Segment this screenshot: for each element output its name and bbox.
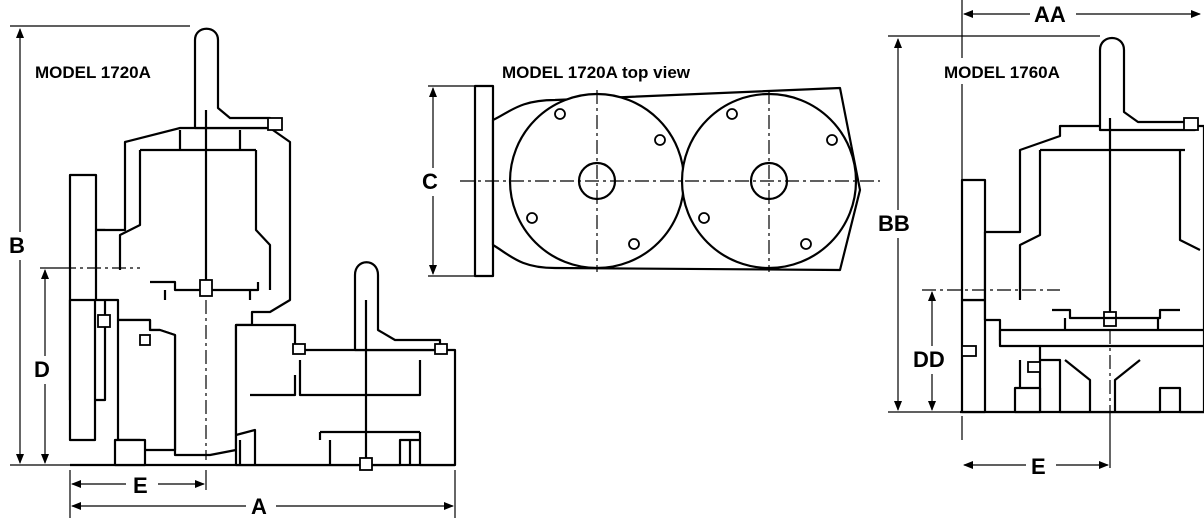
r-lower-ports	[1018, 359, 1141, 412]
r-main-body	[983, 124, 1204, 414]
vacuum-stem-nut	[359, 457, 373, 471]
dim-label-e-right: E	[1031, 454, 1046, 479]
dim-label-c: C	[422, 169, 438, 194]
vacuum-chamber	[250, 360, 422, 397]
r-stem-guide	[1098, 36, 1197, 132]
drain-port	[113, 438, 147, 467]
base-foot	[235, 428, 257, 465]
dim-label-b: B	[9, 233, 25, 258]
vacuum-bolt-left	[292, 343, 306, 355]
inlet-flange-lower	[68, 298, 97, 442]
dim-label-bb: BB	[878, 211, 910, 236]
title-model-1720a: MODEL 1720A	[35, 63, 151, 82]
model-1720a-top-view	[460, 84, 880, 278]
labels: MODEL 1720A MODEL 1720A top view MODEL 1…	[6, 2, 1098, 518]
dim-label-dd: DD	[913, 347, 945, 372]
vacuum-bolt-right	[434, 343, 448, 355]
r-bottom-port	[1013, 386, 1042, 414]
r-inner-chamber	[1018, 150, 1201, 300]
cover-bolt	[267, 117, 283, 131]
inner-chamber	[118, 150, 272, 290]
dim-label-aa: AA	[1034, 2, 1066, 27]
title-top-view: MODEL 1720A top view	[502, 63, 691, 82]
vacuum-stem-guide	[353, 261, 442, 352]
r-seat-ring	[998, 328, 1204, 348]
side-bolt-mid	[139, 334, 151, 346]
model-1760a-side-view	[922, 36, 1204, 418]
dim-label-d: D	[34, 357, 50, 382]
r-side-bolt-left	[961, 345, 977, 357]
vacuum-seat	[318, 430, 422, 465]
pallet-seat	[150, 280, 260, 300]
r-pallet-seat	[1052, 308, 1180, 330]
side-bolt-left	[97, 314, 111, 328]
r-cover-bolt	[1183, 117, 1199, 131]
dim-label-a: A	[251, 494, 267, 518]
r-inlet-flange-upper	[960, 178, 987, 302]
dim-label-e-left: E	[133, 473, 148, 498]
title-model-1760a: MODEL 1760A	[944, 63, 1060, 82]
inner-cap	[140, 130, 256, 152]
model-1720a-side-view	[62, 27, 457, 471]
top-bolts-left	[526, 108, 666, 250]
top-bolts-right	[698, 108, 838, 250]
r-side-bolt-mid	[1027, 361, 1041, 373]
stem-nut-top	[199, 279, 213, 297]
